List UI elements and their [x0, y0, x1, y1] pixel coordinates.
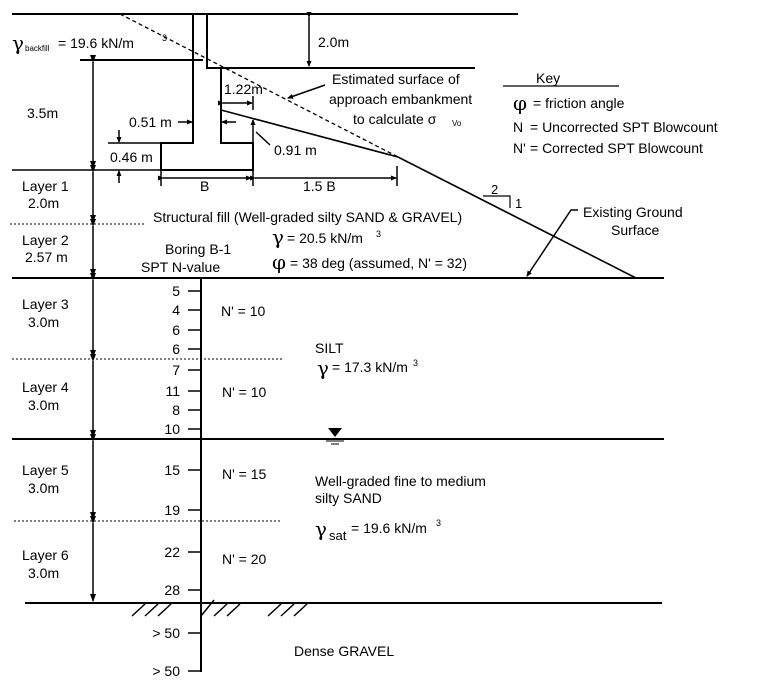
- gamma-symbol: γ: [12, 31, 24, 55]
- fill-phi-value: = 38 deg (assumed, N' = 32): [290, 255, 467, 271]
- svg-text:28: 28: [164, 582, 180, 598]
- svg-text:10: 10: [164, 421, 180, 437]
- svg-text:> 50: > 50: [152, 663, 180, 679]
- svg-text:N' = 20: N' = 20: [222, 551, 267, 567]
- key-n-text: = Uncorrected SPT Blowcount: [530, 119, 718, 135]
- key-nprime-text: = Corrected SPT Blowcount: [530, 140, 703, 156]
- svg-text:5: 5: [172, 283, 180, 299]
- backfill-unit-weight: = 19.6 kN/m: [58, 35, 134, 51]
- svg-text:8: 8: [172, 402, 180, 418]
- sand-gamma-symbol: γ: [315, 517, 327, 541]
- gamma-backfill-subscript: backfill: [25, 44, 50, 53]
- spt-values: 5 4 6 6 7 11 8 10 15 19 22 28 > 50 > 50: [152, 283, 180, 679]
- estimated-embankment-surface: [119, 13, 399, 158]
- svg-text:6: 6: [172, 322, 180, 338]
- sand-gamma-sub: sat: [329, 528, 347, 543]
- fill-phi-symbol: φ: [272, 250, 286, 274]
- sand-gamma-exp: 3: [436, 518, 441, 528]
- svg-text:N' = 10: N' = 10: [221, 303, 266, 319]
- silt-gamma-exp: 3: [413, 358, 418, 368]
- dim-deck-height-label: 2.0m: [318, 34, 349, 50]
- ground-note-leader: [526, 209, 578, 277]
- key-nprime-symbol: N': [513, 140, 526, 156]
- fill-gamma-value: = 20.5 kN/m: [287, 230, 363, 246]
- slope-rise-label: 1: [515, 196, 522, 211]
- fill-title: Structural fill (Well-graded silty SAND …: [153, 209, 462, 225]
- ground-note-line2: Surface: [611, 222, 659, 238]
- water-table-icon: [326, 428, 344, 445]
- gravel-title: Dense GRAVEL: [294, 643, 394, 659]
- svg-text:Layer 3: Layer 3: [22, 296, 69, 312]
- fill-gamma-symbol: γ: [272, 225, 284, 249]
- dim-slope-leader: [255, 131, 271, 146]
- sand-gamma-value: = 19.6 kN/m: [351, 520, 427, 536]
- svg-text:7: 7: [172, 362, 180, 378]
- bridge-deck: [206, 14, 475, 69]
- spt-ticks: [188, 290, 201, 672]
- svg-text:Layer 2: Layer 2: [22, 232, 69, 248]
- slope-run-label: 2: [491, 182, 498, 197]
- gravel-hatch: [131, 599, 308, 617]
- svg-text:Layer 4: Layer 4: [22, 379, 69, 395]
- silt-gamma-symbol: γ: [317, 356, 329, 380]
- key-n-symbol: N: [513, 119, 523, 135]
- backfill-exp: 3: [162, 33, 167, 43]
- svg-text:> 50: > 50: [152, 625, 180, 641]
- key-title: Key: [536, 70, 560, 86]
- key-phi-symbol: φ: [513, 91, 527, 115]
- svg-text:19: 19: [164, 502, 180, 518]
- embankment-note-line1: Estimated surface of: [332, 71, 460, 87]
- svg-text:3.0m: 3.0m: [28, 314, 59, 330]
- svg-text:N' = 10: N' = 10: [222, 384, 267, 400]
- boring-title: Boring B-1: [165, 241, 231, 257]
- embankment-note-sub: Vo: [452, 119, 462, 128]
- svg-text:11: 11: [165, 383, 180, 399]
- embankment-note-leader: [287, 84, 326, 99]
- svg-text:N' = 15: N' = 15: [222, 466, 267, 482]
- svg-text:Layer 6: Layer 6: [22, 547, 69, 563]
- dim-wall-height-label: 3.5m: [27, 105, 58, 121]
- abutment-wall: [160, 14, 254, 171]
- silt-title: SILT: [315, 340, 344, 356]
- svg-text:Layer 5: Layer 5: [22, 462, 69, 478]
- dim-heel-width-label: 1.22m: [224, 81, 263, 97]
- dim-footing-width-label: B: [200, 178, 209, 194]
- silt-gamma-value: = 17.3 kN/m: [332, 359, 408, 375]
- sand-title-line1: Well-graded fine to medium: [315, 473, 486, 489]
- svg-text:22: 22: [164, 544, 180, 560]
- svg-text:2.57 m: 2.57 m: [25, 249, 68, 265]
- sand-title-line2: silty SAND: [315, 490, 382, 506]
- slope-ratio-triangle: [483, 195, 511, 208]
- svg-text:4: 4: [172, 302, 180, 318]
- embankment-slope: [220, 109, 637, 279]
- svg-text:2.0m: 2.0m: [28, 195, 59, 211]
- svg-text:Layer 1: Layer 1: [22, 178, 69, 194]
- svg-text:3.0m: 3.0m: [28, 480, 59, 496]
- key-phi-text: = friction angle: [533, 95, 625, 111]
- fill-gamma-exp: 3: [376, 229, 381, 239]
- svg-text:6: 6: [172, 341, 180, 357]
- svg-text:3.0m: 3.0m: [28, 565, 59, 581]
- boring-subtitle: SPT N-value: [141, 259, 220, 275]
- layer-labels: Layer 12.0m Layer 22.57 m Layer 3 3.0m La…: [22, 178, 69, 581]
- corrected-values: N' = 10 N' = 10 N' = 15 N' = 20: [221, 303, 267, 567]
- dim-stem-offset-label: 0.51 m: [129, 114, 172, 130]
- ground-note-line1: Existing Ground: [583, 204, 683, 220]
- dim-slope-drop-label: 0.91 m: [274, 142, 317, 158]
- svg-text:3.0m: 3.0m: [28, 397, 59, 413]
- embankment-note-line3: to calculate σ: [353, 111, 437, 127]
- dim-toe-distance-label: 1.5 B: [303, 178, 336, 194]
- dim-footing-thickness-label: 0.46 m: [110, 149, 153, 165]
- embankment-note-line2: approach embankment: [329, 91, 472, 107]
- svg-text:15: 15: [164, 462, 180, 478]
